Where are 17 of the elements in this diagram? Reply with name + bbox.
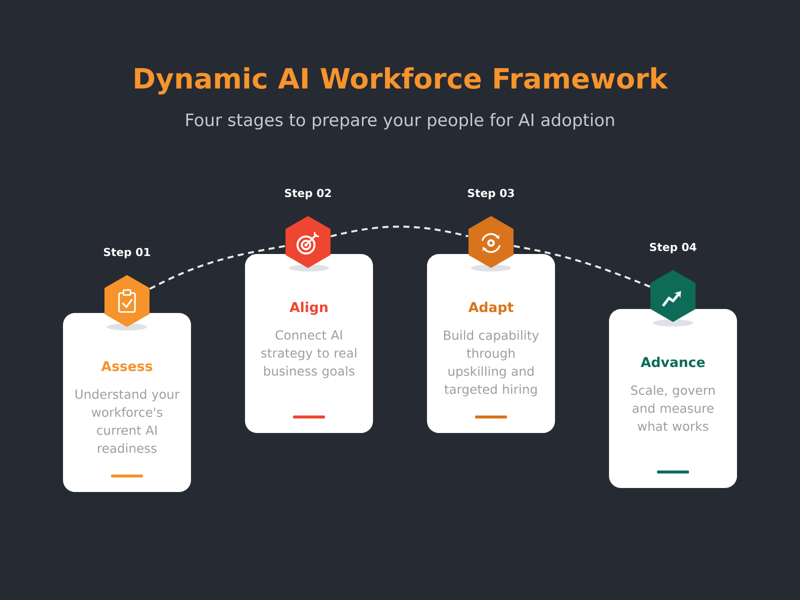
step-label: Step 01 [104,248,150,258]
step-label: Step 02 [284,188,331,200]
title: Dynamic AI Workforce Framework [135,67,668,95]
subtitle: Four stages to prepare your people for AI adoption [186,113,614,130]
step-label: Step 03 [468,188,514,200]
connector-line [514,245,651,288]
card-title: Assess [101,361,152,372]
card-title: Adapt [468,302,514,315]
card-title: Advance [640,356,705,368]
card-title: Align [290,302,328,315]
step-label: Step 04 [650,242,696,254]
connector-line [330,226,468,238]
card-description: Connect AI strategy to real business goals [261,330,356,378]
card-description: Build capability through upskilling and targeted hiring [444,330,539,396]
card-description: Scale, govern and measure what works [631,385,715,431]
connector-line [149,245,286,290]
card-description: Understand your workforce's current AI readiness [76,389,180,453]
